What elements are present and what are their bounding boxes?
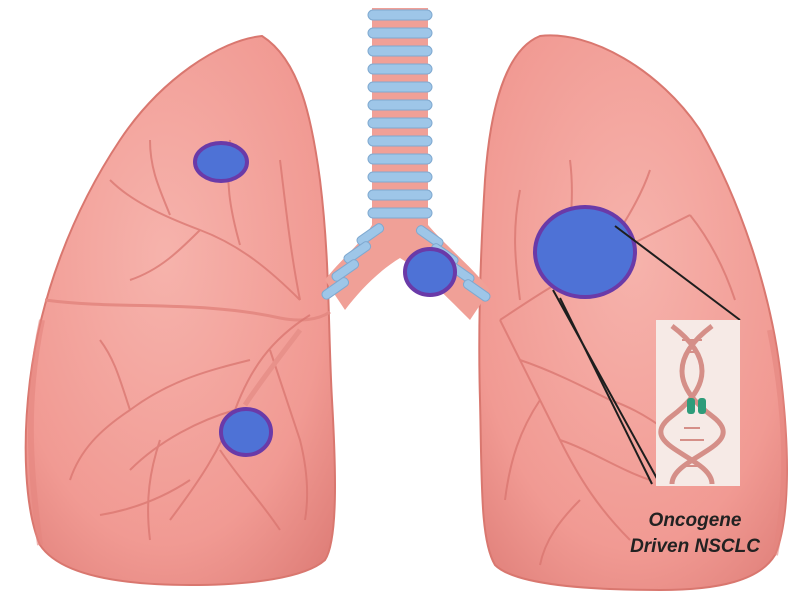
tumor-nodule-icon <box>195 143 247 181</box>
caption-line-1: Oncogene <box>600 508 790 534</box>
left-lung <box>26 36 335 585</box>
left-lung-body <box>26 36 335 585</box>
tumor-nodule-icon <box>535 207 635 297</box>
caption: Oncogene Driven NSCLC <box>600 508 790 560</box>
tumor-nodule-icon <box>405 249 455 295</box>
right-lung-body <box>479 35 787 590</box>
dna-helix-icon <box>656 320 740 486</box>
caption-line-2: Driven NSCLC <box>600 534 790 560</box>
right-lung <box>479 35 787 590</box>
tumor-nodule-icon <box>221 409 271 455</box>
